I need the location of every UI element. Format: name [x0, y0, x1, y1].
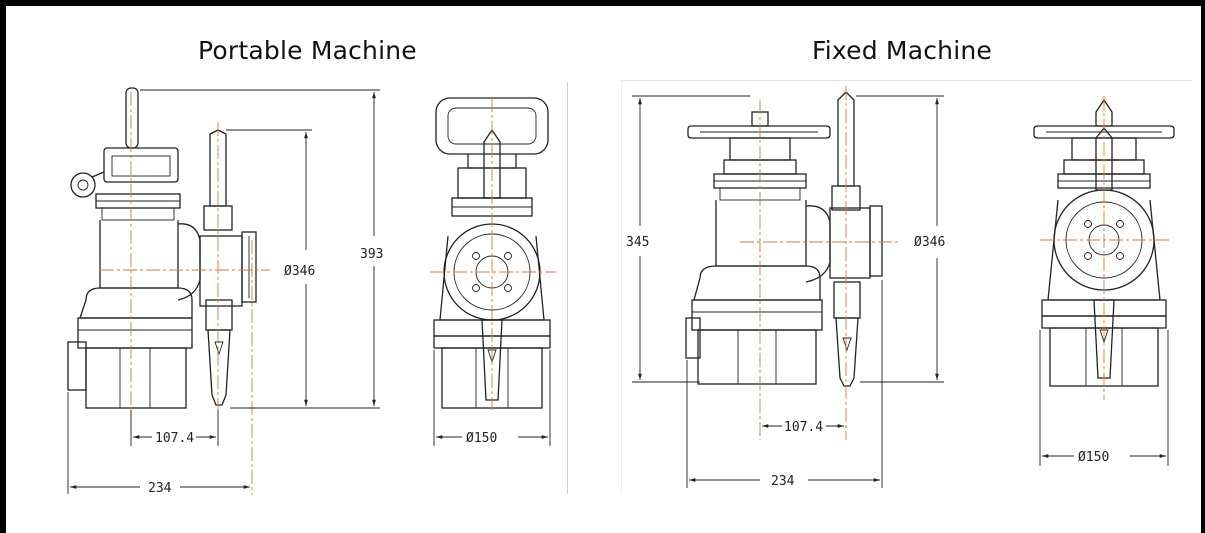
fixed-front-view — [1033, 96, 1175, 400]
portable-dimensions — [67, 89, 380, 494]
fixed-machine-title: Fixed Machine — [812, 36, 992, 65]
fixed-dia-base-label: Ø150 — [1078, 450, 1109, 465]
fixed-width-label: 234 — [771, 474, 795, 489]
portable-side-view — [67, 87, 270, 495]
fixed-dimensions — [632, 95, 944, 488]
portable-width-label: 234 — [148, 481, 172, 496]
portable-offset-label: 107.4 — [155, 431, 194, 446]
fixed-side-view — [685, 86, 900, 440]
fixed-panel-edge-left — [621, 80, 622, 492]
portable-front-dimensions — [433, 350, 551, 446]
portable-machine-title: Portable Machine — [198, 36, 417, 65]
portable-height-label: 393 — [360, 247, 383, 262]
fixed-height-label: 345 — [626, 235, 649, 250]
portable-dia-base-label: Ø150 — [466, 431, 497, 446]
fixed-front-dimensions — [1039, 330, 1169, 466]
panel-divider — [567, 82, 568, 494]
portable-front-view — [430, 97, 556, 410]
portable-dia-main-label: Ø346 — [284, 264, 315, 279]
fixed-offset-label: 107.4 — [784, 420, 823, 435]
fixed-panel-edge-top — [622, 80, 1192, 81]
fixed-dia-main-label: Ø346 — [914, 235, 945, 250]
